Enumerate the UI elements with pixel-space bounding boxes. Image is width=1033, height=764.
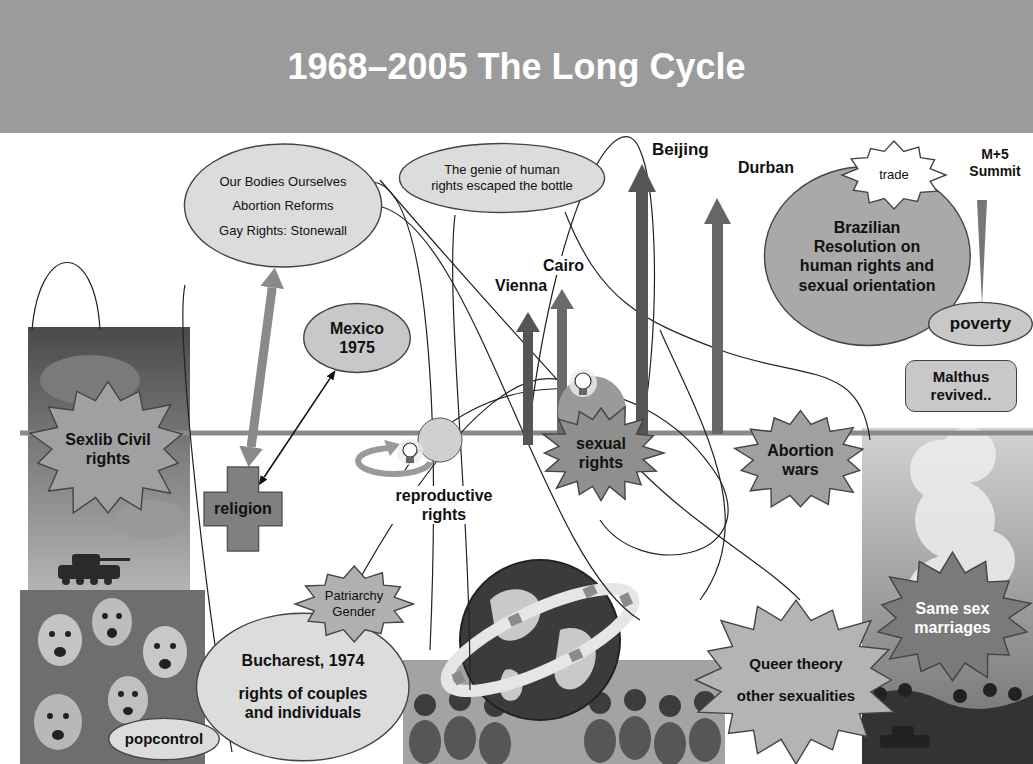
node-text: Abortion wars xyxy=(761,441,841,479)
ellipse-shape xyxy=(304,304,410,373)
node-content: poverty xyxy=(950,314,1011,334)
starburst: sexual rights xyxy=(538,403,664,503)
star-shape xyxy=(735,411,863,507)
node-content: Patriarchy Gender xyxy=(318,588,390,619)
topic-ellipse: Our Bodies OurselvesAbortion ReformsGay … xyxy=(183,143,383,268)
ellipse-outline xyxy=(303,303,411,373)
lightbulb-icon xyxy=(397,439,423,465)
smoke-photo xyxy=(862,427,1033,764)
event-label: Durban xyxy=(736,158,796,177)
event-label: M+5 Summit xyxy=(962,146,1028,180)
node-text: Brazilian Resolution on human rights and… xyxy=(792,218,942,295)
star-outline xyxy=(733,408,868,512)
node-text: Abortion Reforms xyxy=(232,198,333,214)
node-content: Bucharest, 1974 rights of couples and ind… xyxy=(225,651,380,723)
node-content: Abortion wars xyxy=(761,441,841,479)
topic-box: Malthus revived.. xyxy=(905,360,1017,412)
topic-ellipse: poverty xyxy=(928,302,1033,346)
node-text: Same sex marriages xyxy=(905,599,1000,637)
node-content: Brazilian Resolution on human rights and… xyxy=(792,218,942,295)
ellipse-shape xyxy=(197,613,409,761)
quote-ellipse: The genie of human rights escaped the bo… xyxy=(398,143,606,213)
node-content: Queer theory other sexualities xyxy=(737,655,855,705)
node-text: Sexlib Civil rights xyxy=(61,430,156,468)
node-content: religion xyxy=(214,499,272,518)
node-content: Sexlib Civil rights xyxy=(61,430,156,468)
globe-illustration xyxy=(435,560,645,720)
node-text: Our Bodies Ourselves xyxy=(219,173,346,189)
event-label: Cairo xyxy=(541,256,586,275)
title-banner: 1968–2005 The Long Cycle xyxy=(0,0,1033,133)
node-content: trade xyxy=(879,167,909,183)
starburst: trade xyxy=(842,141,946,209)
starburst: Patriarchy Gender xyxy=(295,566,414,642)
node-text: religion xyxy=(214,499,272,518)
diagram-title: 1968–2005 The Long Cycle xyxy=(287,45,745,88)
lightbulb-icon xyxy=(569,369,597,397)
event-label: Vienna xyxy=(493,276,549,295)
double-arrow-connector xyxy=(264,378,330,477)
node-text: other sexualities xyxy=(737,687,855,705)
node-text: The genie of human rights escaped the bo… xyxy=(430,162,575,193)
node-content: popcontrol xyxy=(125,730,203,748)
star-outline xyxy=(28,378,188,520)
node-text: Bucharest, 1974 xyxy=(242,651,365,670)
topic-ellipse: popcontrol xyxy=(108,718,220,760)
node-text: Mexico 1975 xyxy=(322,319,392,357)
protest-photo xyxy=(28,327,190,590)
conference-ellipse: Bucharest, 1974 rights of couples and ind… xyxy=(195,612,410,762)
event-label: reproductive rights xyxy=(386,486,502,524)
node-text: sexual rights xyxy=(570,434,632,472)
node-text: Gay Rights: Stonewall xyxy=(219,222,347,238)
node-content: Our Bodies OurselvesAbortion ReformsGay … xyxy=(219,173,347,238)
node-content: Mexico 1975 xyxy=(322,319,392,357)
node-content: sexual rights xyxy=(570,434,632,472)
node-text: trade xyxy=(879,167,909,183)
node-text: rights of couples and individuals xyxy=(225,684,380,722)
star-shape xyxy=(30,382,182,513)
star-outline xyxy=(690,596,902,764)
starburst: Queer theory other sexualities xyxy=(690,596,902,764)
starburst: Abortion wars xyxy=(733,408,868,512)
star-outline xyxy=(872,552,1033,684)
node-content: The genie of human rights escaped the bo… xyxy=(430,162,575,193)
starburst: Sexlib Civil rights xyxy=(28,378,188,520)
node-text: Malthus revived.. xyxy=(921,368,1001,404)
node-content: Malthus revived.. xyxy=(921,368,1001,404)
conference-ellipse: Mexico 1975 xyxy=(303,303,411,373)
bubble xyxy=(418,418,462,462)
ellipse-shape xyxy=(399,144,604,213)
event-label: Beijing xyxy=(650,140,711,160)
double-arrow-connector xyxy=(251,288,272,448)
node-text: popcontrol xyxy=(125,730,203,748)
node-content: Same sex marriages xyxy=(905,599,1000,637)
star-shape xyxy=(878,552,1031,681)
ellipse-shape xyxy=(929,302,1033,345)
cycle-arrow xyxy=(358,440,430,474)
node-text: Patriarchy Gender xyxy=(318,588,390,619)
star-outline xyxy=(538,403,664,503)
star-shape xyxy=(543,407,664,501)
ellipse-shape xyxy=(184,144,381,267)
cross-shape xyxy=(204,467,282,551)
node-text: poverty xyxy=(950,314,1011,334)
religion-cross: religion xyxy=(204,467,282,551)
starburst: Same sex marriages xyxy=(872,552,1033,684)
ellipse-shape xyxy=(109,718,219,759)
star-shape xyxy=(695,600,894,764)
node-text: Queer theory xyxy=(749,655,842,673)
